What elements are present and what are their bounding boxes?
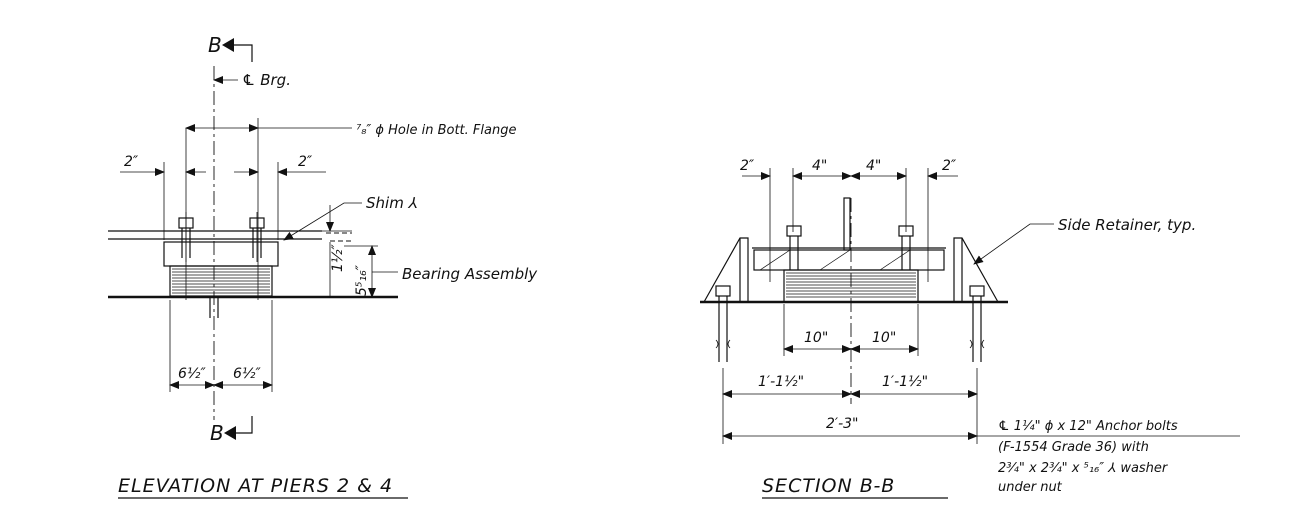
section-cut-line-bottom: [234, 416, 253, 434]
vdim-1-label: 1½″: [330, 244, 346, 272]
anchor-bolt-left: [715, 302, 731, 362]
bearing-assembly-label: Bearing Assembly: [402, 265, 538, 283]
section-arrow-bottom-icon: [224, 426, 236, 440]
retainer-leader: [973, 223, 1054, 265]
shim-label: Shim ⅄: [366, 194, 418, 212]
elevation-title: ELEVATION AT PIERS 2 & 4: [118, 475, 393, 497]
section-bolt-left: [786, 225, 802, 270]
side-retainer-left: [703, 237, 749, 303]
sec-112-right-label: 1′-1½": [882, 374, 928, 390]
section-arrow-top-icon: [222, 38, 234, 52]
elevation-bolt-left: [178, 212, 194, 262]
side-retainer-right: [953, 237, 999, 303]
sec-10-right-label: 10": [872, 330, 896, 346]
anchor-note-line1: ℄ 1¼" ϕ x 12" Anchor bolts: [998, 419, 1178, 434]
section-bolt-right: [898, 225, 914, 270]
bot-dim-right-label: 6½″: [233, 366, 261, 382]
vdim-2-label: 5⁵₁₆″: [354, 264, 370, 296]
anchor-note-line4: under nut: [998, 480, 1063, 495]
anchor-bolt-right: [969, 302, 985, 362]
section-mark-bottom-letter: B: [210, 421, 224, 445]
sec-dim-2-left-label: 2″: [740, 158, 755, 174]
sec-dim-2-right-label: 2″: [942, 158, 957, 174]
section-title: SECTION B-B: [762, 475, 895, 497]
retainer-label: Side Retainer, typ.: [1058, 216, 1196, 234]
section-sole-plate: [752, 247, 946, 271]
section-view: 2″ 4" 4" 2″: [700, 158, 1240, 499]
shim-leader: [283, 202, 362, 241]
section-bearing-pad: [783, 269, 919, 303]
cl-brg-label: ℄ Brg.: [242, 71, 291, 89]
dim-2-right-label: 2″: [298, 154, 313, 170]
sec-10-left-label: 10": [804, 330, 828, 346]
hole-note-label: ⁷₈″ ϕ Hole in Bott. Flange: [356, 123, 516, 138]
dim-2-left-label: 2″: [124, 154, 139, 170]
anchor-note-line2: (F-1554 Grade 36) with: [998, 440, 1149, 455]
anchor-note-line3: 2¾" x 2¾" x ⁵₁₆″ ⅄ washer: [998, 461, 1169, 476]
section-cut-line-top: [232, 44, 253, 62]
elevation-bolt-right: [249, 212, 265, 262]
sec-112-left-label: 1′-1½": [758, 374, 804, 390]
elevation-bearing-pad: [169, 265, 273, 297]
sec-dim-4-right-label: 4": [866, 158, 881, 174]
section-mark-top-letter: B: [208, 33, 222, 57]
elevation-view: B ℄ Brg. ⁷₈″ ϕ Hole in Bott. Flange 2″ 2…: [108, 33, 538, 499]
bot-dim-left-label: 6½″: [178, 366, 206, 382]
girder-web: [843, 197, 851, 251]
sec-overall-label: 2′-3": [826, 416, 858, 432]
sec-dim-4-left-label: 4": [812, 158, 827, 174]
